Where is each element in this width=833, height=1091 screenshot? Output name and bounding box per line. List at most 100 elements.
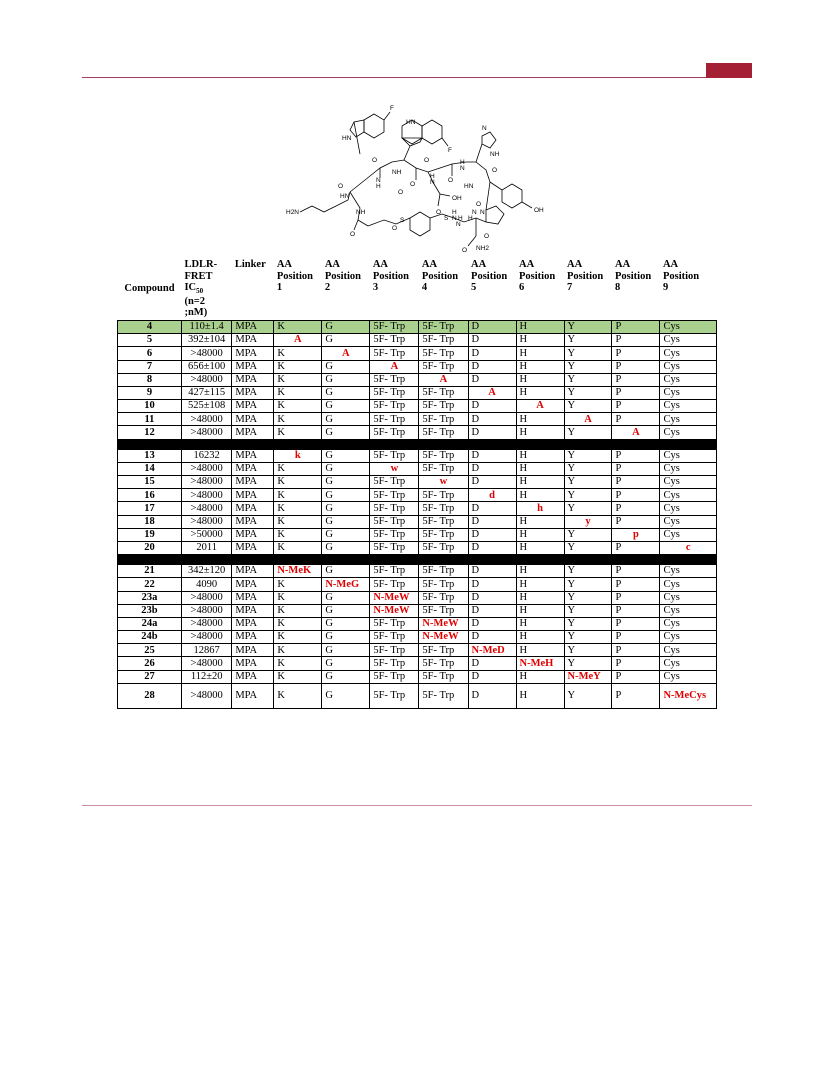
aa-position-cell-text: G: [325, 605, 333, 617]
aa-position-cell: H: [515, 564, 565, 579]
aa-position-cell: 5F- Trp: [369, 656, 420, 671]
aa-position-cell-text: D: [471, 400, 480, 412]
aa-position-cell-text: Cys: [663, 347, 680, 359]
aa-position-cell-text: G: [325, 374, 333, 386]
aa-position-cell-text: H: [519, 591, 528, 603]
ic50-cell: >48000: [180, 630, 233, 645]
ic50-cell: >48000: [180, 682, 233, 709]
ic50-cell: 427±115: [180, 385, 233, 401]
aa-position-cell-text: H: [519, 413, 528, 425]
aa-position-cell-text: Y: [567, 578, 576, 590]
aa-position-cell-text: K: [277, 529, 285, 541]
aa-position-cell-text: H: [519, 670, 528, 682]
aa-position-cell-text: P: [615, 631, 622, 643]
linker-cell: MPA: [231, 514, 275, 529]
aa-position-cell: Y: [563, 501, 613, 516]
aa-position-cell: K: [273, 616, 323, 632]
structure-label: H: [458, 215, 463, 222]
aa-position-cell-text: 5F- Trp: [373, 670, 406, 682]
aa-position-cell-text: 5F- Trp: [373, 347, 406, 359]
linker-cell: MPA: [231, 346, 275, 361]
compound-cell-text: 24a: [141, 618, 158, 630]
aa-position-cell-text: H: [519, 690, 528, 702]
aa-position-cell-text: 5F- Trp: [422, 387, 455, 399]
structure-label: S: [400, 217, 405, 224]
aa-position-cell-text: N-MeD: [471, 644, 505, 656]
aa-position-cell-text: K: [277, 631, 285, 643]
aa-position-cell: G: [321, 682, 371, 709]
linker-cell-text: MPA: [235, 565, 258, 577]
aa-position-cell: G: [321, 527, 371, 542]
structure-label: HN: [340, 193, 350, 200]
column-header-line: 6: [519, 282, 525, 294]
aa-position-cell: 5F- Trp: [369, 346, 420, 361]
aa-position-cell: 5F- Trp: [418, 359, 469, 374]
aa-position-cell-text: h: [537, 502, 543, 514]
separator-cell: [369, 438, 420, 450]
aa-position-cell: K: [273, 461, 323, 477]
aa-position-cell: 5F- Trp: [418, 488, 469, 503]
aa-position-cell-text: Cys: [663, 400, 680, 412]
linker-cell-text: MPA: [235, 529, 258, 541]
aa-position-cell: Cys: [659, 501, 717, 516]
aa-position-cell-text: 5F- Trp: [422, 413, 455, 425]
aa-position-cell: H: [515, 425, 565, 440]
aa-position-cell: Cys: [659, 669, 717, 684]
aa-position-cell: 5F- Trp: [369, 514, 420, 529]
aa-position-cell-text: A: [439, 374, 448, 386]
aa-position-cell-text: G: [325, 657, 333, 669]
aa-position-cell-text: Y: [567, 463, 576, 475]
aa-position-cell: G: [321, 425, 371, 440]
ic50-cell: >48000: [180, 603, 233, 618]
structure-label: H: [460, 159, 465, 166]
aa-position-cell-text: D: [471, 360, 480, 372]
aa-position-cell: A: [563, 412, 613, 427]
aa-position-cell: G: [321, 399, 371, 414]
aa-position-cell: D: [467, 425, 517, 440]
aa-position-cell-text: D: [471, 591, 480, 603]
aa-position-cell: G: [321, 475, 371, 490]
aa-position-cell-text: Cys: [663, 631, 680, 643]
aa-position-cell-text: Cys: [663, 502, 680, 514]
aa-position-cell-text: K: [277, 387, 285, 399]
separator-cell: [117, 554, 182, 566]
aa-position-cell-text: G: [325, 631, 333, 643]
linker-cell: MPA: [231, 682, 275, 709]
aa-position-cell: H: [515, 319, 565, 335]
compound-cell-text: 17: [144, 502, 155, 514]
aa-position-cell: D: [467, 372, 517, 387]
aa-position-cell: K: [273, 425, 323, 440]
separator-cell: [659, 438, 717, 450]
aa-position-cell-text: Cys: [663, 463, 680, 475]
aa-position-cell-text: P: [615, 476, 622, 488]
aa-position-cell-text: 5F- Trp: [422, 515, 455, 527]
aa-position-cell: Cys: [659, 346, 717, 361]
aa-position-cell-text: A: [294, 334, 302, 346]
aa-position-cell-text: P: [615, 591, 622, 603]
aa-position-cell-text: H: [519, 449, 528, 461]
aa-position-cell-text: K: [277, 400, 285, 412]
aa-position-cell: N-MeW: [369, 603, 420, 618]
aa-position-cell: Y: [563, 577, 613, 592]
aa-position-cell-text: P: [615, 690, 622, 702]
column-header-line: IC50: [184, 282, 204, 296]
aa-position-cell-text: 5F- Trp: [422, 670, 455, 682]
structure-label: O: [410, 181, 415, 188]
aa-position-cell-text: K: [277, 321, 285, 333]
linker-cell: MPA: [231, 425, 275, 440]
aa-position-cell-text: G: [325, 489, 333, 501]
aa-position-cell: Y: [563, 359, 613, 374]
aa-position-cell: G: [321, 461, 371, 477]
separator-cell: [231, 438, 275, 450]
compound-cell-text: 14: [144, 463, 155, 475]
ic50-cell: >50000: [180, 527, 233, 542]
aa-position-cell-text: G: [325, 542, 333, 554]
column-header-line: AA: [519, 259, 535, 270]
aa-position-cell-text: Y: [567, 426, 576, 438]
